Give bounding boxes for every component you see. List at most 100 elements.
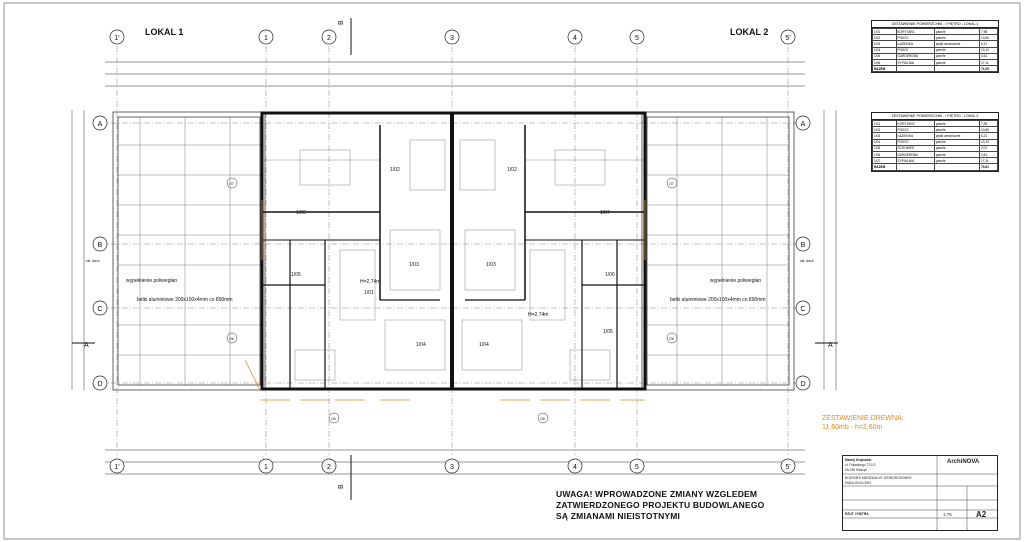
grid-marker-label: A	[801, 121, 806, 128]
wood-summary-title: ZESTAWIENIE DREWNA:	[822, 415, 904, 422]
window-tag: O7	[669, 182, 674, 186]
grid-marker-circle	[629, 29, 645, 45]
room-label: 1/05	[603, 329, 613, 335]
lokal-1-label: LOKAL 1	[145, 27, 183, 37]
room-label: 1/02	[507, 167, 517, 173]
grid-marker-circle	[92, 236, 108, 252]
grid-marker-label: B	[801, 242, 806, 249]
wood-summary: ZESTAWIENIE DREWNA: 11,60mb - h=2,60m	[822, 414, 904, 432]
room-label: 1/03	[409, 262, 419, 268]
room-label: 1/04	[416, 342, 426, 348]
drawing-title: RZUT I PIĘTRA	[845, 512, 869, 516]
room-label: 1/03	[486, 262, 496, 268]
firm-logo: ArchiNOVA	[947, 459, 980, 465]
grid-marker-circle	[258, 29, 274, 45]
grid-marker-circle	[444, 29, 460, 45]
notice-line: SĄ ZMIANAMI NIEISTOTNYMI	[556, 511, 681, 521]
room-height: H=2,74m	[528, 312, 548, 318]
grid-marker-label: 5'	[785, 35, 790, 42]
grid-marker-label: C	[97, 306, 102, 313]
grid-marker-circle	[629, 458, 645, 474]
grid-marker-label: 2	[327, 464, 331, 471]
grid-marker-label: D	[97, 381, 102, 388]
window-tag: O7	[229, 182, 234, 186]
beam-note-right: belki aluminiowe 200x100x4mm co 890mm	[670, 297, 766, 303]
area-table-lokal-2: ZESTAWIENIE POWIERZCHNI - I PIĘTRO - LOK…	[871, 112, 999, 172]
sheet-number: A2	[976, 510, 987, 519]
interior-details	[262, 139, 645, 381]
sum-value: 73,61	[978, 163, 999, 171]
grid-marker-circle	[795, 115, 811, 131]
lokal-2-label: LOKAL 2	[730, 27, 768, 37]
window-tag: O6	[669, 337, 674, 341]
area-table-lokal-1: ZESTAWIENIE POWIERZCHNI - I PIĘTRO - LOK…	[871, 20, 999, 74]
grid-marker-circle	[92, 115, 108, 131]
window-tag: O6	[331, 417, 336, 421]
object-name: BUDYNEK MIESZKALNY JEDNORODZINNY	[845, 476, 912, 480]
investor-address: ul. Pułaskiego 77/1/2	[845, 463, 876, 467]
beam-note-left: belki aluminiowe 200x100x4mm co 890mm	[137, 297, 233, 303]
window-tag-labels: O7 O7 O6 O6 O6 O6	[229, 182, 674, 421]
window-tag: O6	[229, 337, 234, 341]
grid-marker-label: A	[98, 121, 103, 128]
table-caption: ZESTAWIENIE POWIERZCHNI - I PIĘTRO - LOK…	[872, 21, 998, 28]
grid-marker-circle	[795, 300, 811, 316]
object-name-2: DWULOKALOWY	[845, 481, 872, 485]
side-label-left: skl. dach	[86, 259, 100, 263]
room-label: 1/06	[296, 210, 306, 216]
section-mark-a-left: A	[84, 342, 89, 349]
section-mark-b-top: B	[338, 20, 345, 25]
grid-marker-label: 1'	[114, 464, 119, 471]
grid-marker-circle	[567, 458, 583, 474]
polycarbonate-note-right: wypełnienie poliweglan	[710, 278, 761, 284]
change-notice: UWAGA! WPROWADZONE ZMIANY WZGLEDEM ZATWI…	[556, 489, 816, 522]
grid-marker-circle	[258, 458, 274, 474]
sum-label: RAZEM	[872, 65, 897, 73]
grid-marker-label: 3	[450, 35, 454, 42]
section-mark-a-right: A	[828, 342, 833, 349]
notice-line: ZATWIERDZONEGO PROJEKTU BUDOWLANEGO	[556, 500, 765, 510]
grid-marker-label: 4	[573, 35, 577, 42]
grid-marker-label: 1	[264, 35, 268, 42]
building-walls	[260, 111, 647, 391]
wood-markers	[244, 200, 646, 401]
grid-marker-circle	[92, 300, 108, 316]
grid-marker-circle	[109, 29, 125, 45]
drawing-scale: 1:75	[943, 512, 952, 517]
room-label: 1/07	[600, 210, 610, 216]
room-label: 1/02	[390, 167, 400, 173]
grid-marker-circle	[780, 458, 796, 474]
grid-marker-label: D	[800, 381, 805, 388]
grid-marker-label: 5	[635, 35, 639, 42]
room-label: 1/01	[364, 290, 374, 296]
sum-label: RAZEM	[872, 163, 897, 171]
grid-marker-label: 1'	[114, 35, 119, 42]
grid-marker-circle	[780, 29, 796, 45]
polycarbonate-note-left: wypełnienie poliweglan	[126, 278, 177, 284]
grid-marker-circle	[567, 29, 583, 45]
investor-name: Maciej Krajewski	[845, 458, 872, 462]
room-labels: 1/02 1/02 1/06 1/07 1/03 1/03 1/05 1/06 …	[291, 167, 615, 348]
grid-marker-circle	[109, 458, 125, 474]
section-markers: A A B B	[72, 18, 838, 500]
grid-marker-label: 5'	[785, 464, 790, 471]
window-tags	[226, 177, 678, 424]
section-mark-b-bottom: B	[338, 484, 345, 489]
pergola-beams	[118, 117, 789, 385]
grid-marker-circle	[321, 29, 337, 45]
grid-marker-label: 4	[573, 464, 577, 471]
grid-marker-label: 5	[635, 464, 639, 471]
grid-marker-circle	[321, 458, 337, 474]
room-label: 1/06	[605, 272, 615, 278]
room-label: 1/04	[479, 342, 489, 348]
grid-marker-circle	[92, 375, 108, 391]
window-tag: O6	[540, 417, 545, 421]
side-label-right: skl. dach	[800, 259, 814, 263]
investor-city: 05-090 Raszyn	[845, 468, 868, 472]
table-caption: ZESTAWIENIE POWIERZCHNI - I PIĘTRO - LOK…	[872, 113, 998, 120]
